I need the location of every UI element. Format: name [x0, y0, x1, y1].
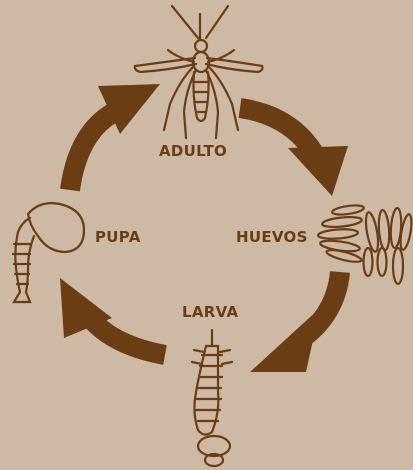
arrow-larva-to-pupa — [60, 278, 165, 355]
stage-label-eggs: HUEVOS — [236, 230, 308, 245]
larva-icon — [192, 330, 232, 466]
arrow-adult-to-eggs — [240, 108, 348, 196]
arrow-eggs-to-larva — [250, 272, 340, 372]
arrow-pupa-to-adult — [70, 84, 160, 190]
stage-label-adult: ADULTO — [159, 144, 227, 159]
pupa-icon — [13, 203, 84, 302]
stage-label-pupa: PUPA — [95, 230, 141, 245]
stage-label-larva: LARVA — [182, 305, 238, 320]
